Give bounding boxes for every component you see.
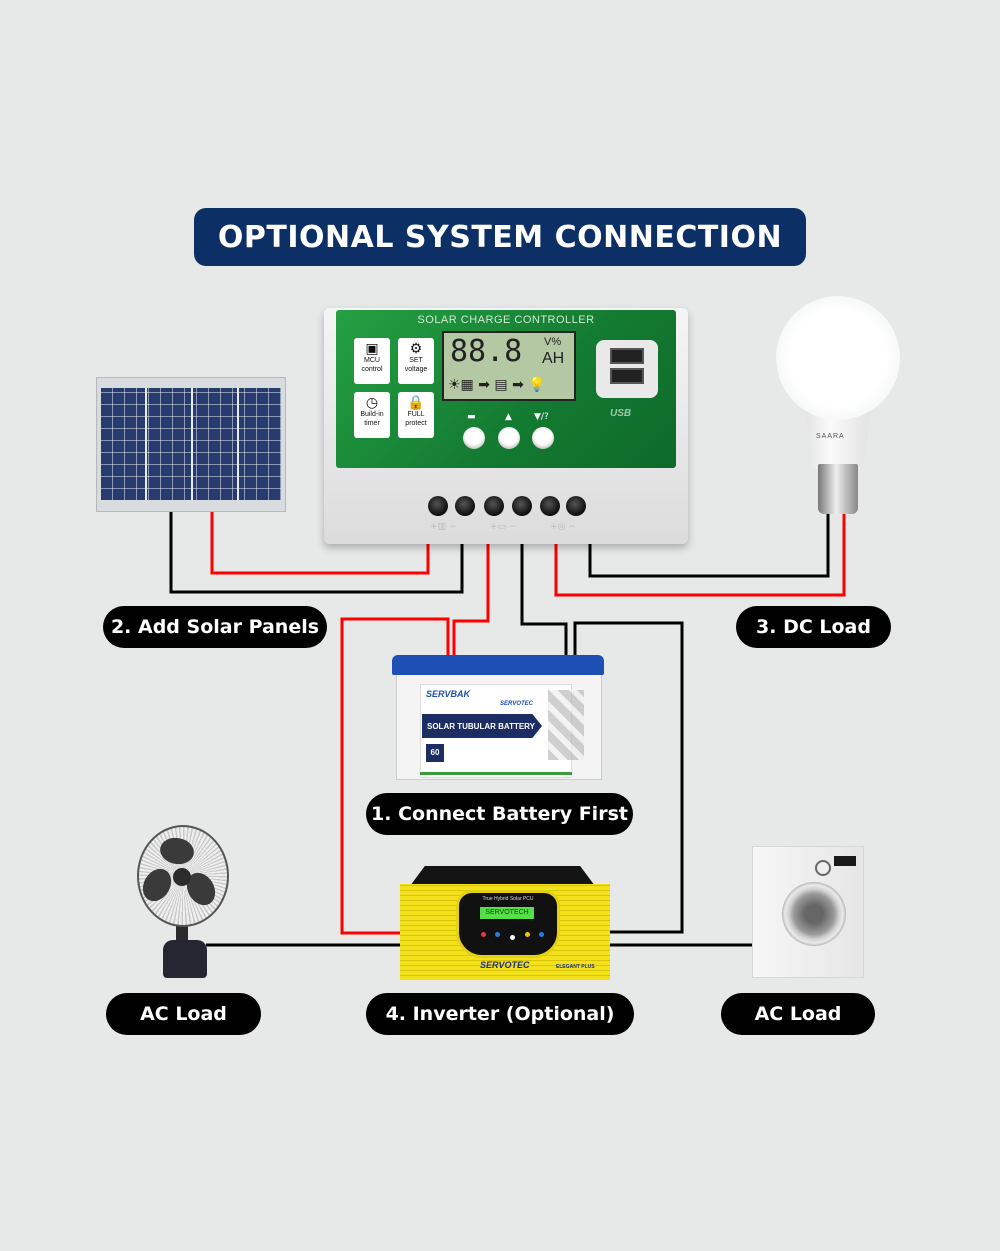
feature-full-protect: 🔒 FULL protect	[398, 392, 434, 438]
terminal-battery-negative	[512, 496, 532, 516]
bulb-cap	[818, 464, 858, 514]
lcd-energy-flow-icons: ☀▦ ➡ ▤ ➡ 💡	[448, 377, 546, 393]
feature-label: MCU	[364, 357, 380, 364]
clock-icon: ◷	[365, 394, 379, 410]
page-title: OPTIONAL SYSTEM CONNECTION	[194, 208, 806, 266]
battery-top	[392, 655, 604, 675]
lcd-unit-bottom: AH	[542, 350, 565, 367]
bulb-brand: SAARA	[816, 433, 845, 440]
inverter-led	[539, 932, 544, 937]
wire-dc-load-negative	[588, 512, 830, 578]
solar-panel-divider	[145, 388, 147, 500]
washing-machine-display	[834, 856, 856, 866]
wire-solar-negative	[169, 512, 464, 594]
feature-build-in-timer: ◷ Build-in timer	[354, 392, 390, 438]
inverter-model: ELEGANT PLUS	[556, 964, 595, 970]
terminal-battery-positive	[484, 496, 504, 516]
label-dc-load: 3. DC Load	[736, 606, 891, 648]
inverter-brand: SERVOTEC	[480, 960, 530, 970]
battery-stripe	[420, 772, 572, 775]
up-arrow-icon: ▲	[505, 412, 512, 422]
inverter-led	[495, 932, 500, 937]
label-add-solar-panels: 2. Add Solar Panels	[103, 606, 327, 648]
controller-heading: SOLAR CHARGE CONTROLLER	[417, 314, 595, 326]
inverter-control-panel	[456, 890, 560, 958]
usb-ports	[596, 340, 658, 398]
battery-type-label: SOLAR TUBULAR BATTERY	[422, 714, 542, 738]
battery-brand-secondary: SERVOTEC	[500, 701, 534, 707]
fan-base	[163, 940, 207, 978]
inverter-display: SERVOTECH	[480, 907, 534, 919]
battery-mode-icon: ▬	[467, 412, 476, 422]
usb-port-icon	[610, 348, 644, 364]
lcd-unit-top: V%	[544, 336, 562, 348]
controller-mode-button[interactable]	[463, 427, 485, 449]
terminal-load-negative	[566, 496, 586, 516]
terminal-label-battery: +▭ −	[490, 522, 517, 532]
lock-icon: 🔒	[407, 394, 425, 410]
inverter-led	[481, 932, 486, 937]
feature-label: FULL	[407, 411, 425, 418]
inverter-led	[510, 935, 515, 940]
fan-hub	[173, 868, 191, 886]
washing-machine-knob	[815, 860, 831, 876]
inverter-subtitle: True Hybrid Solar PCU	[482, 896, 534, 902]
feature-label: protect	[405, 420, 427, 427]
feature-label: voltage	[404, 366, 428, 373]
inverter-led	[525, 932, 530, 937]
solar-panel-divider	[191, 388, 193, 500]
feature-label: Build-in	[360, 411, 384, 418]
washing-machine-door	[782, 882, 846, 946]
inverter-top	[410, 866, 595, 886]
controller-up-button[interactable]	[498, 427, 520, 449]
terminal-label-solar: +▥ −	[430, 522, 457, 532]
feature-label: control	[361, 366, 383, 373]
usb-label: USB	[610, 408, 632, 419]
gear-icon: ⚙	[409, 340, 423, 356]
feature-label: timer	[364, 420, 380, 427]
lcd-screen	[442, 331, 576, 401]
lcd-digits: 88.8	[450, 334, 523, 369]
down-arrow-icon: ▼/?	[534, 412, 549, 422]
feature-label: SET	[409, 357, 423, 364]
terminal-solar-negative	[455, 496, 475, 516]
wire-dc-load-positive	[554, 512, 846, 597]
solar-panel-divider	[237, 388, 239, 500]
wire-battery-negative	[520, 543, 568, 660]
chip-icon: ▣	[365, 340, 379, 356]
feature-set-voltage: ⚙ SET voltage	[398, 338, 434, 384]
terminal-solar-positive	[428, 496, 448, 516]
bulb-glow	[776, 296, 900, 420]
label-ac-load-right: AC Load	[721, 993, 875, 1035]
label-connect-battery-first: 1. Connect Battery First	[366, 793, 633, 835]
feature-mcu-control: ▣ MCU control	[354, 338, 390, 384]
label-ac-load-left: AC Load	[106, 993, 261, 1035]
terminal-label-load: +◎ −	[550, 522, 576, 532]
terminal-load-positive	[540, 496, 560, 516]
battery-pattern	[548, 690, 584, 760]
wire-solar-positive	[210, 512, 430, 575]
usb-port-icon	[610, 368, 644, 384]
battery-warranty-badge: 60	[426, 744, 444, 762]
wire-inverter-positive	[340, 617, 450, 935]
controller-down-button[interactable]	[532, 427, 554, 449]
battery-brand: SERVBAK	[426, 689, 471, 699]
wire-battery-positive	[452, 543, 490, 660]
label-inverter-optional: 4. Inverter (Optional)	[366, 993, 634, 1035]
wire-inverter-negative	[573, 621, 684, 934]
